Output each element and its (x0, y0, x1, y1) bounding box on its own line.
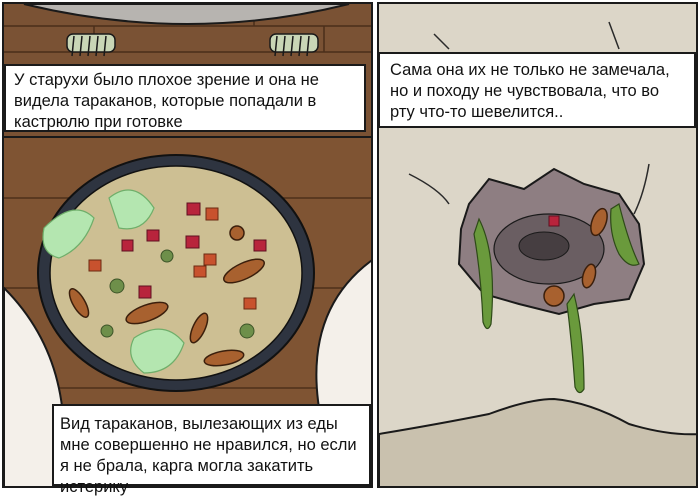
wrinkles (408, 21, 650, 215)
chin (379, 397, 696, 486)
caption-panel-1: У старухи было плохое зрение и она не ви… (4, 64, 366, 132)
skirt-hem (23, 4, 350, 25)
peas (100, 249, 255, 339)
right-foot (269, 33, 319, 57)
throat (518, 231, 570, 261)
caption-panel-2: Вид тараканов, вылезающих из еды мне сов… (52, 404, 371, 496)
soup (49, 165, 303, 381)
carrot-cubes (88, 207, 257, 310)
left-foot (66, 33, 116, 57)
caption-panel-3: Сама она их не только не замечала, но и … (378, 52, 696, 128)
beet-cube (548, 215, 560, 227)
green-slime (473, 203, 640, 394)
cockroaches (68, 225, 265, 367)
mouth-cockroaches (543, 207, 608, 307)
beet-cubes (121, 202, 267, 299)
mold-patches (42, 189, 185, 374)
